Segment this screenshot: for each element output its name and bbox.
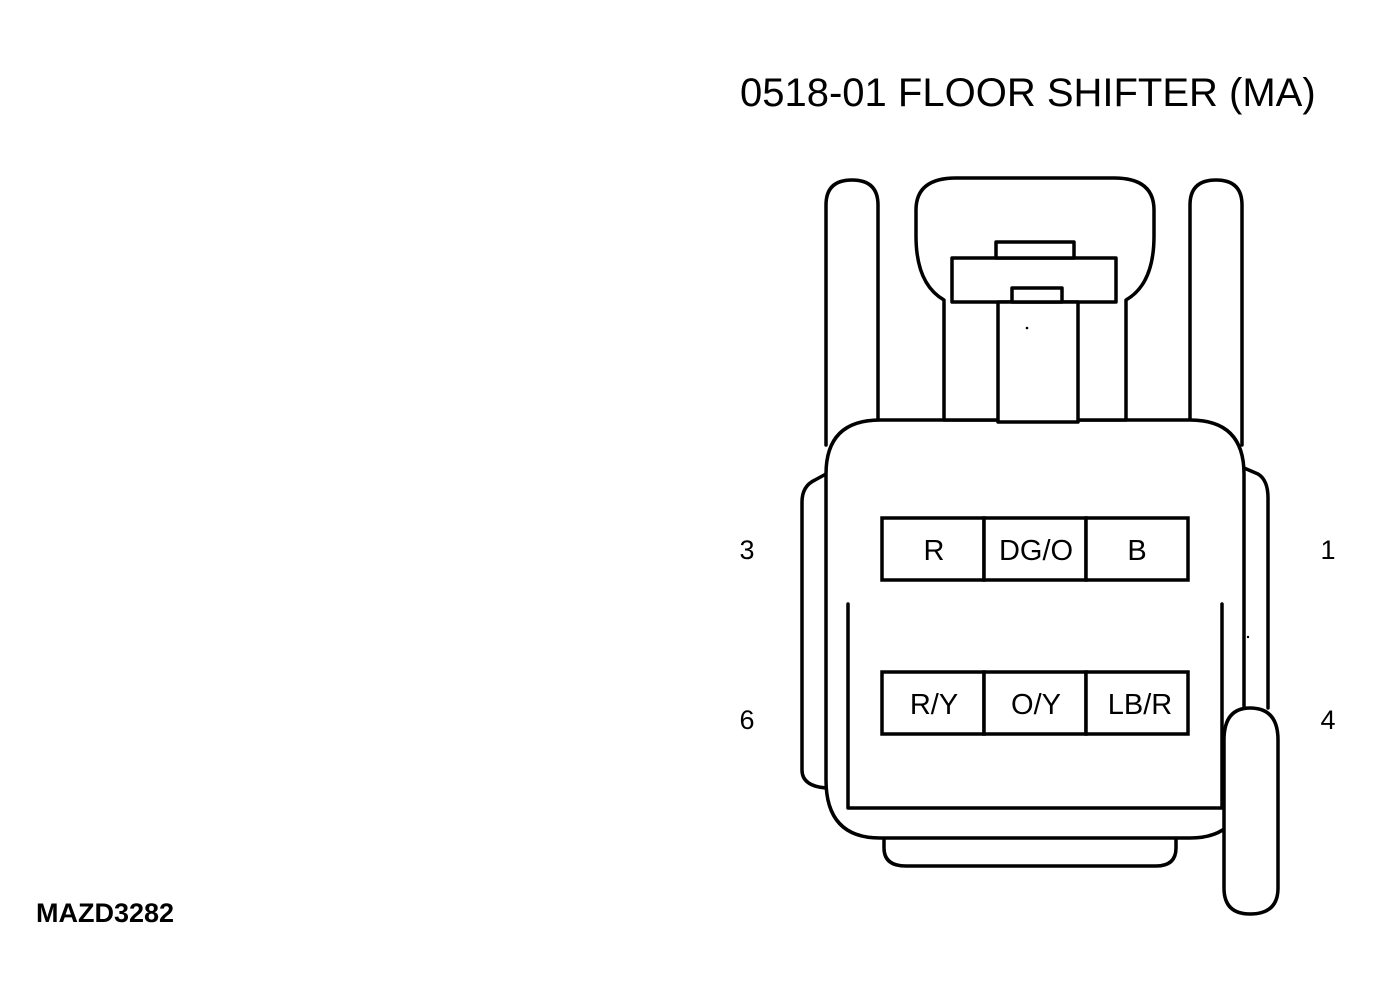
top-cavity-row: R DG/O B [880, 516, 1190, 582]
wire-color-label: R/Y [910, 689, 958, 721]
right-side-rail [1242, 466, 1270, 710]
lock-button [994, 240, 1076, 260]
figure-id: MAZD3282 [36, 898, 174, 928]
wire-color-label: DG/O [999, 535, 1073, 567]
cavity-pin-5 [982, 670, 1088, 736]
pin-number-1: 1 [1320, 535, 1335, 565]
right-lower-latch [1222, 706, 1280, 916]
stem-dot [1025, 326, 1029, 330]
cavity-pin-1 [1084, 516, 1190, 582]
body-tick-mark [1246, 635, 1250, 639]
pin-number-6: 6 [739, 705, 754, 735]
cavity-pin-6 [880, 670, 986, 736]
cavity-pin-2 [982, 516, 1088, 582]
inner-channel [846, 602, 1224, 810]
wire-color-label: R [924, 535, 945, 567]
pin-number-4: 4 [1320, 705, 1335, 735]
right-latch-arm [1188, 178, 1244, 447]
connector-body [824, 418, 1246, 840]
left-latch-arm [824, 178, 880, 447]
left-side-rail [800, 472, 828, 790]
wire-color-label: LB/R [1108, 689, 1172, 721]
wire-color-label: O/Y [1011, 689, 1061, 721]
wire-color-label: B [1127, 535, 1146, 567]
bottom-cavity-row: R/Y O/Y LB/R [880, 670, 1190, 736]
stem-cap [1010, 286, 1064, 304]
pin-number-3: 3 [739, 535, 754, 565]
cavity-pin-4 [1084, 670, 1190, 736]
diagram-title: 0518-01 FLOOR SHIFTER (MA) [740, 71, 1316, 115]
lock-stem [996, 300, 1080, 424]
bottom-tab [882, 818, 1178, 868]
